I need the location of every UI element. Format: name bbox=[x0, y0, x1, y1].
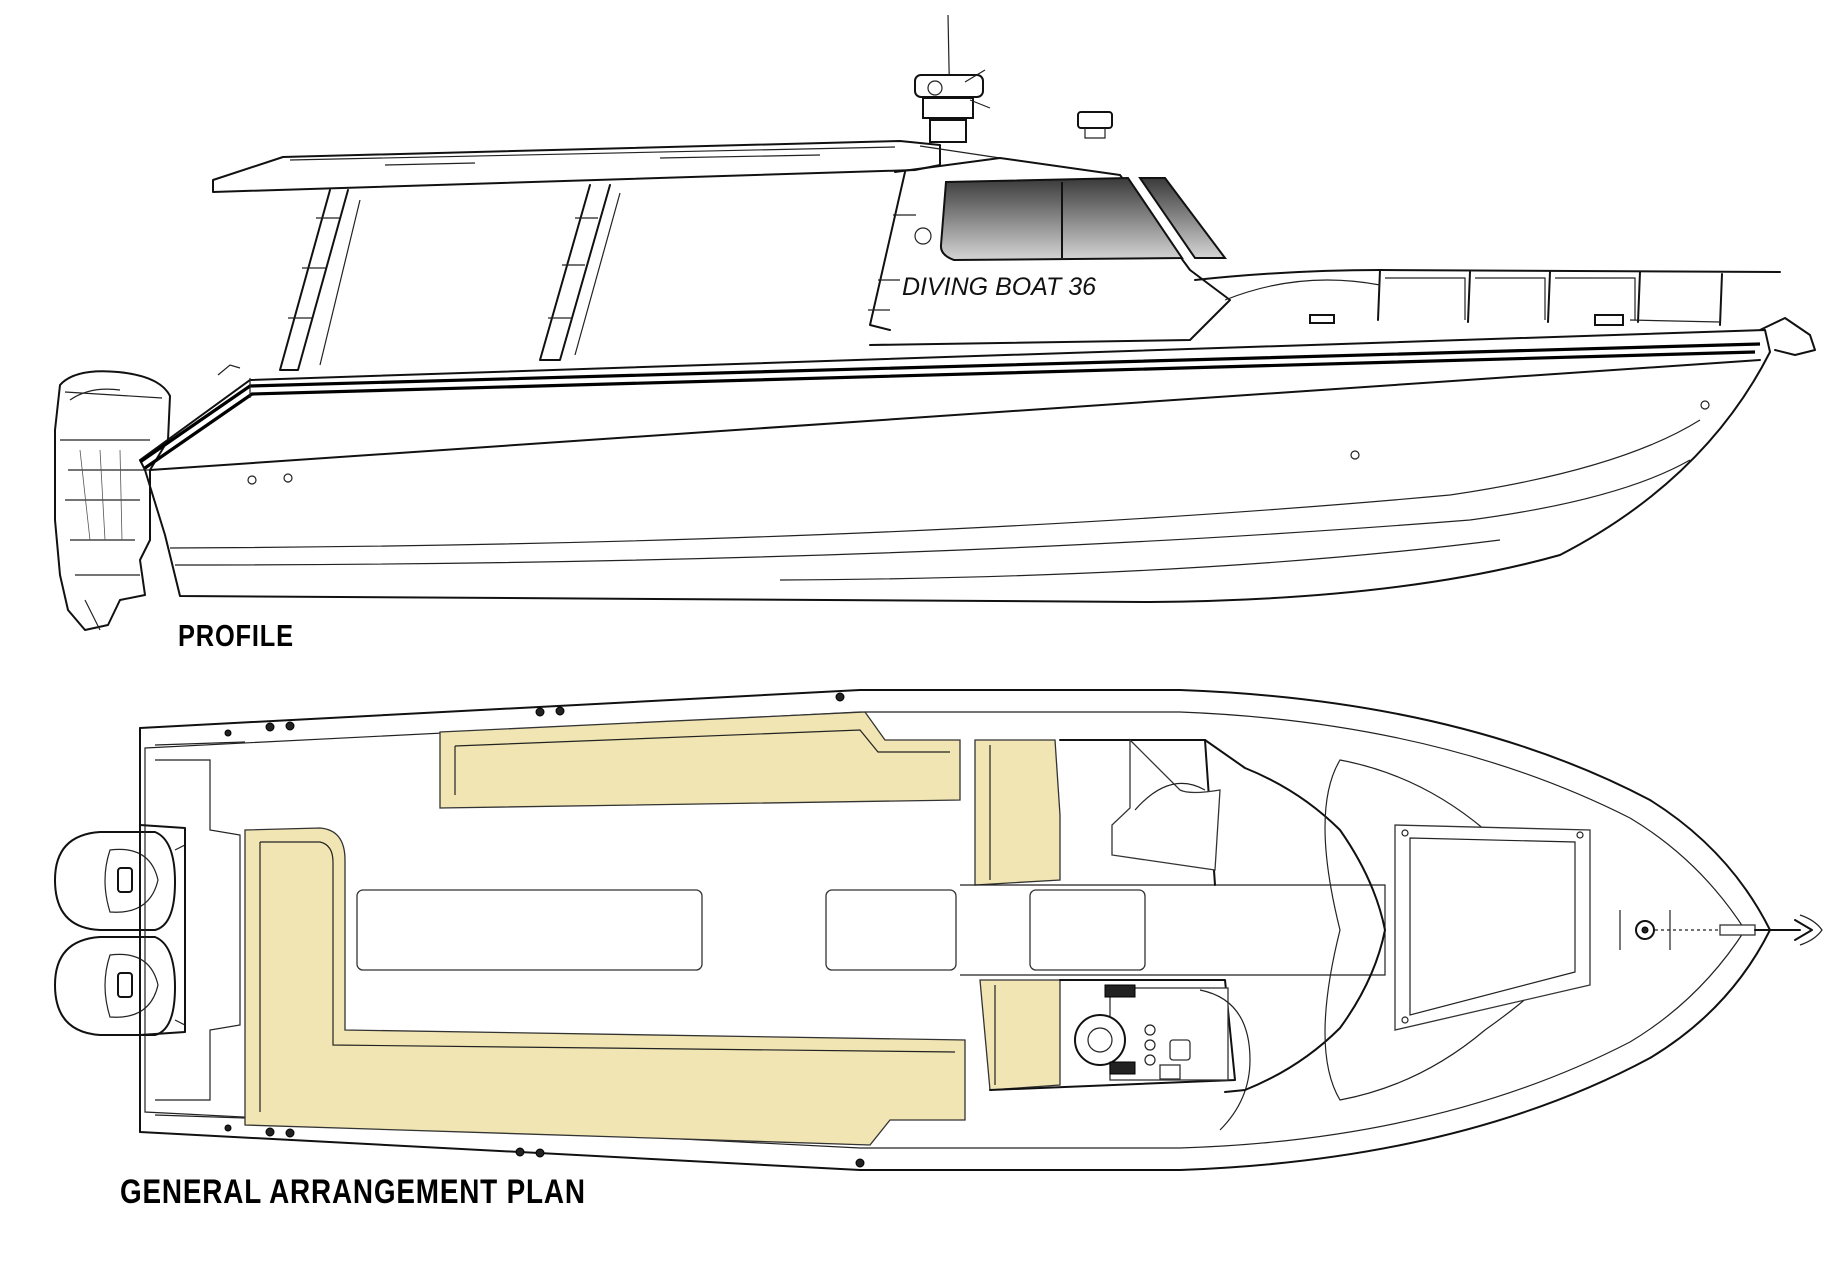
hardtop-roof bbox=[212, 140, 1001, 193]
hatch-main bbox=[356, 889, 703, 971]
deck-hatches bbox=[356, 884, 1386, 976]
radar-mast bbox=[914, 14, 1113, 143]
pad-helm-seat-port bbox=[974, 739, 1061, 886]
bow-rail bbox=[1194, 269, 1816, 356]
hull-profile bbox=[139, 329, 1771, 603]
outboard-engine-profile bbox=[54, 370, 171, 631]
anchor-gear bbox=[1619, 910, 1823, 950]
anchor-icon bbox=[1754, 919, 1813, 941]
foredeck bbox=[1204, 739, 1591, 1101]
foredeck-hatch bbox=[1394, 824, 1591, 1031]
plan-view-title: GENERAL ARRANGEMENT PLAN bbox=[120, 1173, 586, 1211]
pad-l-lounge bbox=[244, 827, 966, 1146]
hatch-fwd-center bbox=[1029, 889, 1146, 971]
cabin-superstructure: DIVING BOAT 36 bbox=[869, 157, 1231, 346]
pad-port-bench bbox=[439, 711, 961, 809]
plan-view bbox=[54, 689, 1823, 1171]
outboard-engines-plan bbox=[54, 831, 186, 1036]
helm-console bbox=[989, 738, 1251, 1131]
seating-pads bbox=[244, 711, 1061, 1146]
roof-pillars bbox=[279, 171, 916, 371]
profile-view-title: PROFILE bbox=[178, 618, 294, 653]
hatch-aft-center bbox=[825, 889, 957, 971]
profile-view: DIVING BOAT 36 bbox=[54, 14, 1816, 631]
hull-name-lettering: DIVING BOAT 36 bbox=[902, 273, 1096, 301]
pad-helm-seat-stbd bbox=[979, 979, 1061, 1091]
